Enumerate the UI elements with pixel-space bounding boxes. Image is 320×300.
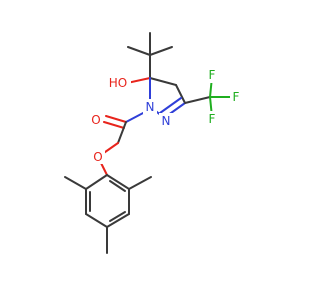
bond-ar1-ar2 (106, 174, 130, 190)
bond-ar3-ar4 (106, 213, 130, 228)
bond-n1-carbonyl (125, 111, 146, 123)
bond-tbu-c3 (149, 46, 173, 56)
bond-carbonyl-o-double (103, 121, 125, 129)
label-bg-n2 (159, 113, 173, 128)
bond-ar-inner-2 (109, 211, 126, 222)
label-bg-o-carbonyl (89, 112, 103, 127)
bond-ar-inner-1 (109, 180, 126, 192)
atom-label-o-ether: O (93, 150, 102, 164)
bond-c4-c3 (175, 84, 186, 104)
label-bg-f1 (206, 68, 218, 83)
bond-carbonyl-o (105, 115, 127, 123)
atom-label-f2: F (233, 90, 240, 104)
atom-label-ho: HO (109, 76, 127, 90)
atom-labels: HO N N O O F F F (89, 68, 242, 164)
label-bg-o-ether (91, 149, 105, 164)
label-bg-f3 (206, 111, 218, 126)
bond-methyl-left (64, 176, 87, 190)
label-bg-ho (105, 75, 131, 91)
bond-c3-n2-double (159, 97, 182, 114)
bond-c5-c4 (149, 77, 177, 86)
bond-methyl-right (128, 176, 152, 190)
label-bg-f2 (230, 89, 242, 104)
atom-label-n2: N (162, 114, 171, 128)
bonds (64, 32, 233, 254)
atom-label-f3: F (209, 112, 216, 126)
atom-label-n1: N (146, 100, 155, 114)
bond-ar6-ar1 (85, 174, 108, 190)
bond-carbonyl-ch2 (117, 121, 127, 144)
bond-c3-cf3 (184, 96, 211, 104)
atom-label-o-carbonyl: O (91, 113, 100, 127)
bond-tbu-c2 (127, 46, 151, 56)
label-bg-n1 (143, 99, 157, 114)
molecule-structure: HO N N O O F F F (64, 32, 242, 254)
atom-label-f1: F (209, 68, 216, 82)
bond-ar4-ar5 (85, 213, 108, 228)
